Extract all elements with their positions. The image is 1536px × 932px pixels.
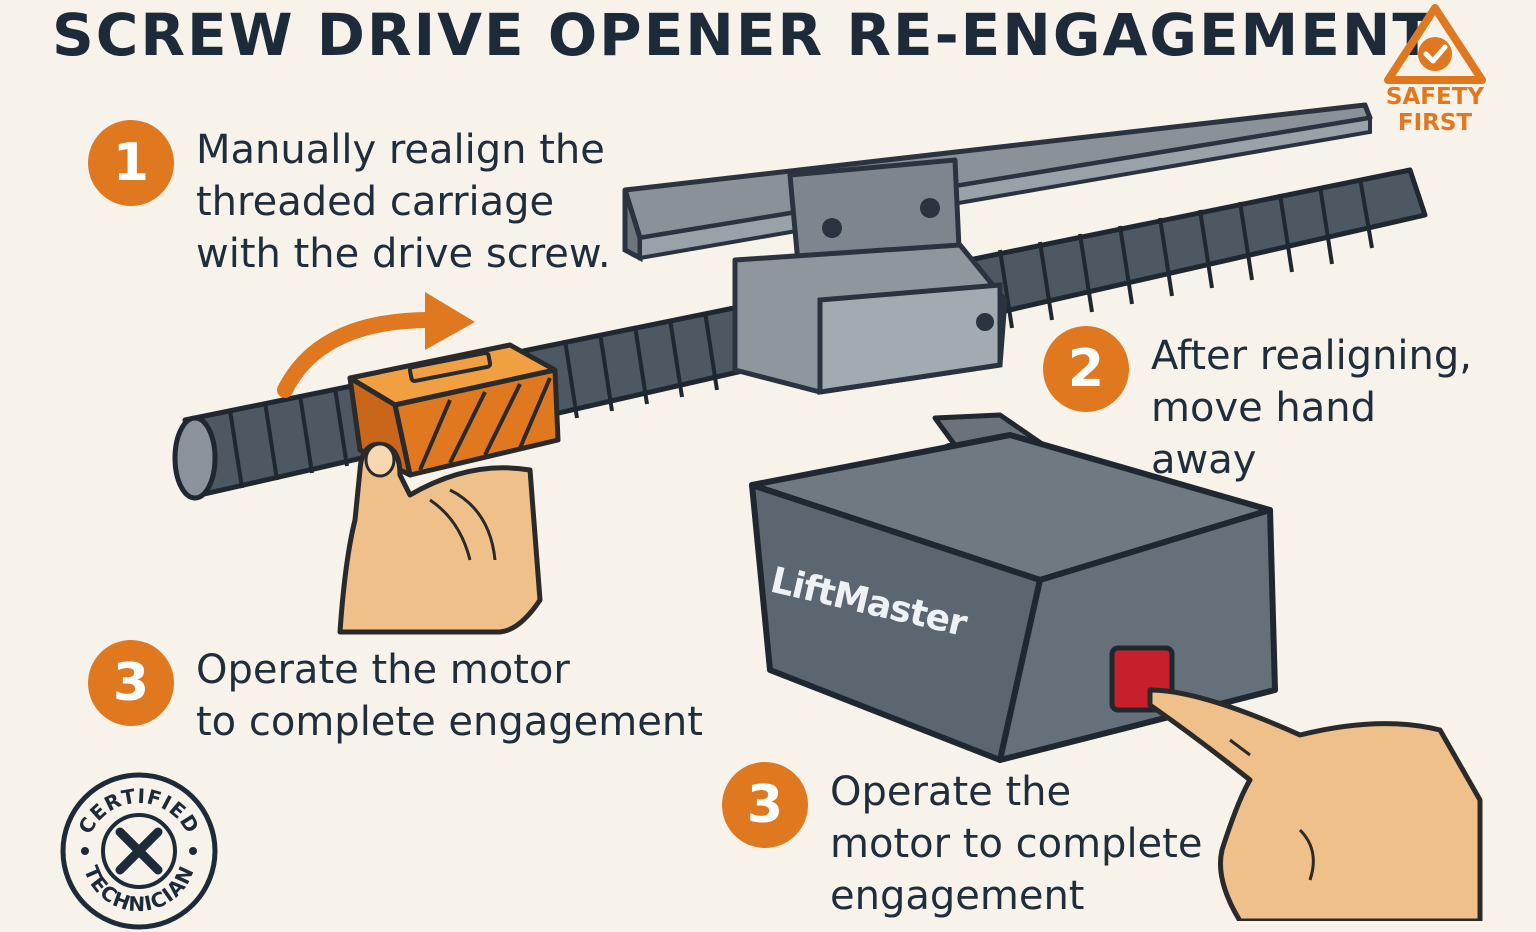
step-3-left: 3 Operate the motor to complete engageme… <box>88 640 716 748</box>
step-number-badge: 3 <box>88 640 174 726</box>
safety-first-badge: SAFETY FIRST <box>1382 2 1488 142</box>
step-number-badge: 3 <box>722 762 808 848</box>
crossed-tools-icon <box>115 827 163 875</box>
safety-first-label: SAFETY FIRST <box>1385 84 1485 136</box>
warning-triangle-check-icon <box>1384 4 1486 84</box>
page-title: SCREW DRIVE OPENER RE-ENGAGEMENT <box>52 1 1434 69</box>
step-number-badge: 1 <box>88 120 174 206</box>
step-text: After realigning, move hand away <box>1151 333 1472 483</box>
step-number-badge: 2 <box>1043 326 1129 412</box>
step-text: Operate the motor to complete engagement <box>196 647 703 745</box>
left-hand <box>337 441 543 635</box>
step-3-right: 3 Operate the motor to complete engageme… <box>722 762 1220 922</box>
svg-text:TECHNICIAN: TECHNICIAN <box>79 862 199 916</box>
certified-technician-seal: CERTIFIED TECHNICIAN <box>60 772 218 930</box>
step-1: 1 Manually realign the threaded carriage… <box>88 120 636 280</box>
trolley-carriage <box>732 242 1008 395</box>
seal-bottom-text: TECHNICIAN <box>79 862 198 916</box>
step-text: Manually realign the threaded carriage w… <box>196 127 611 277</box>
right-hand <box>1147 687 1483 921</box>
step-text: Operate the motor to complete engagement <box>830 769 1203 919</box>
step-2: 2 After realigning, move hand away <box>1043 326 1491 486</box>
opener-motor-unit <box>749 412 1278 763</box>
rotation-arrow-icon <box>277 292 475 398</box>
